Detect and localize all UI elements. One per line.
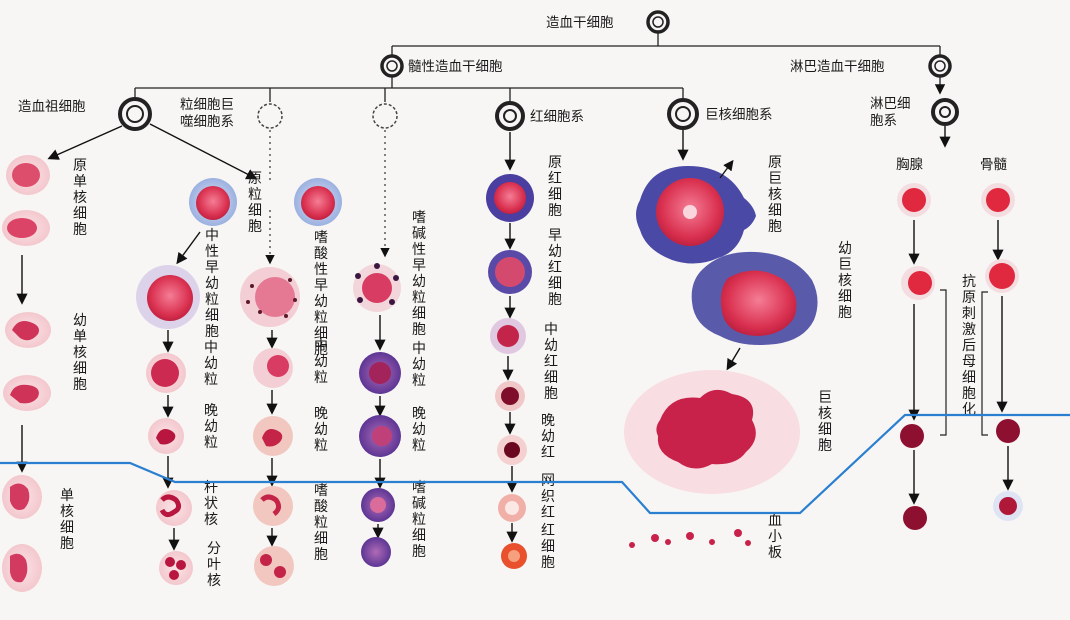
mono-progenitor-label: 造血祖细胞	[18, 99, 86, 115]
cell-reticulocyte	[498, 494, 526, 522]
progenitor-icon-baso	[372, 103, 398, 129]
stem-cell-icon-myeloid	[380, 54, 404, 78]
label-mega1: 原巨核细胞	[768, 155, 782, 235]
label-ery5: 网织红	[541, 473, 555, 521]
progenitor-icon-granulocyte	[257, 103, 283, 129]
cell-t-lymphoblast	[897, 183, 931, 217]
cell-erythrocyte	[501, 543, 527, 569]
label-eos4: 嗜酸粒细胞	[314, 483, 328, 563]
label-baso2: 中幼粒	[412, 341, 426, 389]
gran-label-1: 粒细胞巨	[180, 97, 234, 113]
label-mega3: 巨核细胞	[818, 390, 832, 454]
cell-late-erythroblast	[497, 435, 527, 465]
cell-eosinophil	[253, 486, 293, 526]
antigen-label: 抗原刺激后母细胞化	[962, 274, 976, 418]
label-neutro3: 晚幼粒	[204, 403, 218, 451]
label-neutro5: 分叶核	[207, 541, 221, 589]
label-mega4: 血小板	[768, 513, 782, 561]
label-ery2: 早幼红细胞	[548, 228, 562, 308]
cell-monocyte	[2, 475, 42, 519]
stem-cell-icon-lymphoid	[928, 54, 952, 78]
cell-neutro-myelocyte	[146, 353, 186, 393]
cell-t-lymphocyte	[900, 424, 924, 448]
label-mono2: 幼单核细胞	[73, 313, 87, 393]
cell-proerythroblast	[486, 174, 534, 222]
platelets	[629, 529, 751, 548]
myeloid-stem-label: 髓性造血干细胞	[408, 59, 503, 75]
cell-eosinophil-2	[254, 546, 294, 586]
cell-b-prolymphocyte	[985, 259, 1019, 293]
cell-baso-myelocyte	[359, 352, 401, 394]
cell-eos-myeloblast	[294, 178, 342, 226]
label-ery6: 红细胞	[541, 523, 555, 571]
label-ery1: 原红细胞	[548, 155, 562, 219]
label-eos2: 中幼粒	[314, 338, 328, 386]
lymph-label-1: 淋巴细	[870, 96, 911, 112]
cell-eos-metamyelocyte	[253, 416, 293, 456]
cell-polychromatic-erythroblast	[490, 318, 526, 354]
cell-b-lymphocyte	[996, 419, 1020, 443]
cell-megakaryocyte	[624, 370, 800, 494]
lymph-label-2: 胞系	[870, 113, 897, 129]
stem-cell-icon-root	[646, 10, 670, 34]
label-neutro1: 中性早幼粒细胞	[205, 228, 219, 340]
progenitor-icon-megakaryocyte	[667, 98, 699, 130]
label-neutro4: 杆状核	[204, 480, 218, 528]
label-myeloblast: 原粒细胞	[248, 171, 262, 235]
label-eos3: 晚幼粒	[314, 406, 328, 454]
progenitor-icon-mono	[118, 97, 152, 131]
lymphoid-stem-label: 淋巴造血干细胞	[790, 59, 885, 75]
label-baso1: 嗜碱性早幼粒细胞	[412, 210, 426, 338]
label-baso4: 嗜碱粒细胞	[412, 480, 426, 560]
gran-label-2: 噬细胞系	[180, 114, 234, 130]
cell-promonocyte	[5, 312, 51, 348]
cell-eos-promyelocyte	[240, 267, 300, 327]
cell-monocyte-2	[2, 544, 42, 592]
cell-megakaryoblast	[636, 166, 756, 264]
label-ery3: 中幼红细胞	[544, 322, 558, 402]
cell-basophil-2	[361, 537, 391, 567]
cell-t-mature	[903, 506, 927, 530]
label-mega2: 幼巨核细胞	[838, 241, 852, 321]
cell-plasma	[993, 491, 1023, 521]
label-ery4: 晚幼红	[541, 413, 555, 461]
cell-promegakaryocyte	[691, 251, 818, 345]
cell-promonocyte-2	[3, 375, 51, 411]
label-mono3: 单核细胞	[60, 488, 74, 552]
marrow-label: 骨髓	[980, 157, 1008, 173]
cell-t-prolymphocyte	[901, 266, 935, 300]
cell-neutro-promyelocyte	[136, 265, 200, 329]
cell-monoblast-2	[2, 210, 50, 246]
progenitor-icon-lymphoid	[931, 98, 959, 126]
cell-eos-myelocyte	[253, 348, 293, 388]
cell-myeloblast	[189, 178, 237, 226]
label-mono1: 原单核细胞	[73, 158, 87, 238]
cell-baso-metamyelocyte	[359, 415, 401, 457]
label-eos1: 嗜酸性早幼粒细胞	[314, 230, 328, 358]
megakaryocyte-label: 巨核细胞系	[705, 107, 773, 123]
cell-orthochromatic-erythroblast	[495, 381, 525, 411]
cell-neutro-segmented	[159, 551, 193, 585]
progenitor-icon-erythroid	[495, 101, 525, 131]
root-label: 造血干细胞	[546, 15, 614, 31]
cell-neutro-metamyelocyte	[148, 418, 184, 454]
cell-neutro-band	[156, 490, 192, 526]
blood-boundary-line	[0, 413, 1070, 515]
label-neutro2: 中幼粒	[204, 340, 218, 388]
label-baso3: 晚幼粒	[412, 406, 426, 454]
cell-basophil	[361, 488, 395, 522]
cell-monoblast	[6, 155, 50, 195]
thymus-label: 胸腺	[896, 157, 924, 173]
cell-basophilic-erythroblast	[488, 250, 532, 294]
cell-baso-promyelocyte	[353, 263, 401, 312]
cell-b-lymphoblast	[981, 183, 1015, 217]
erythroid-label: 红细胞系	[530, 109, 584, 125]
